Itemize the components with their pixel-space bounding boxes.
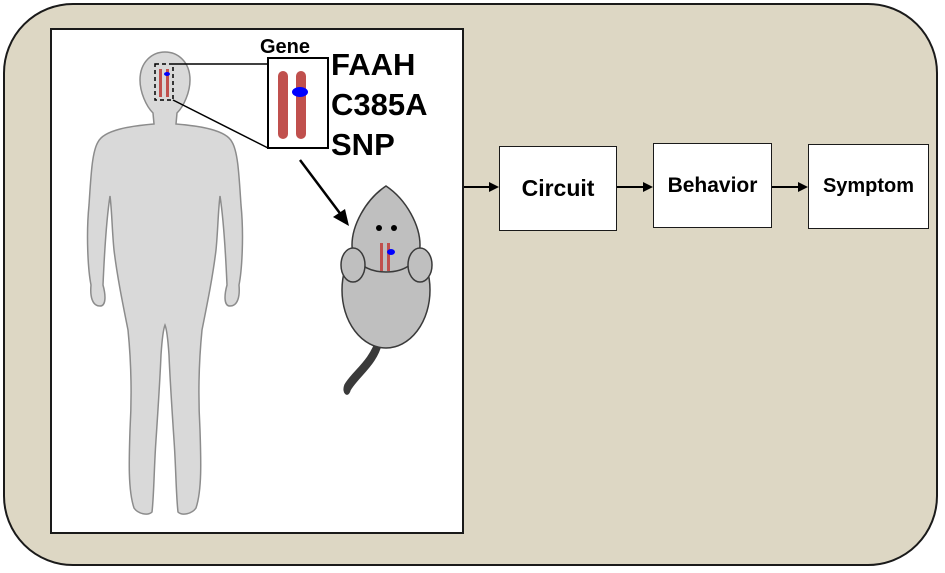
zoom-lines [172,63,269,149]
human-silhouette [86,51,244,515]
arrow-panel-to-circuit [464,182,499,192]
mouse-illustration [340,185,433,395]
arrow-circuit-to-behavior [617,182,653,192]
behavior-box: Behavior [653,143,772,228]
symptom-box: Symptom [808,144,929,229]
gene-label: Gene [260,36,311,58]
circuit-box: Circuit [499,146,617,231]
variant-label: C385A [331,87,428,122]
arrow-behavior-to-symptom [772,182,808,192]
snp-label: SNP [331,127,395,162]
gene-chromosome-inset [267,57,329,149]
brain-detail-box [154,63,174,101]
gene-to-mouse-arrow [299,159,349,226]
gene-name-label: FAAH [331,47,416,82]
